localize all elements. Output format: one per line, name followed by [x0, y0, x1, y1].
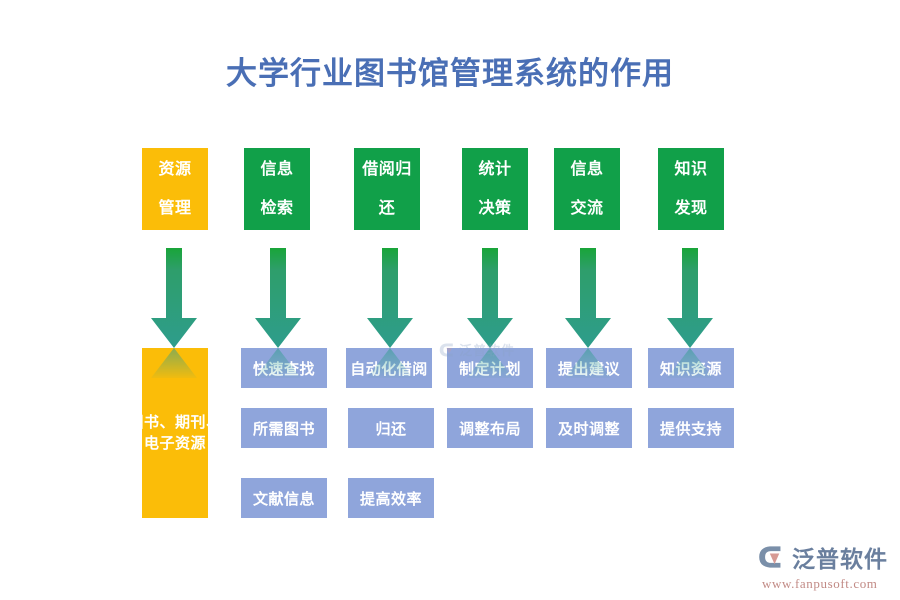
detail-box-3-3[interactable]: 提高效率: [348, 478, 434, 518]
detail-box-6-1[interactable]: 知识资源: [648, 348, 734, 388]
page-title: 大学行业图书馆管理系统的作用: [226, 56, 674, 91]
brand-url: www.fanpusoft.com: [762, 576, 878, 591]
detail-box-2-1[interactable]: 快速查找: [241, 348, 327, 388]
brand-logo: 泛普软件 www.fanpusoft.com: [756, 540, 888, 592]
detail-box-3-2[interactable]: 归还: [348, 408, 434, 448]
top-box-1-line2: 管理: [158, 199, 192, 217]
top-box-2[interactable]: 信息 检索: [244, 148, 310, 230]
detail-box-5-1[interactable]: 提出建议: [546, 348, 632, 388]
detail-box-2-3[interactable]: 文献信息: [241, 478, 327, 518]
fanpu-logo-icon: [759, 546, 781, 568]
detail-box-3-1[interactable]: 自动化借阅: [346, 348, 432, 388]
arrow-down-4: [467, 248, 513, 348]
arrow-down-6: [667, 248, 713, 348]
detail-box-5-2[interactable]: 及时调整: [546, 408, 632, 448]
top-box-1[interactable]: 资源 管理: [142, 148, 208, 230]
top-box-5-line2: 交流: [570, 199, 604, 217]
arrow-down-3: [367, 248, 413, 348]
top-box-3[interactable]: 借阅归 还: [354, 148, 420, 230]
top-box-5[interactable]: 信息 交流: [554, 148, 620, 230]
detail-box-1-1[interactable]: 图书、期刊、 电子资源: [129, 348, 221, 518]
detail-box-6-2[interactable]: 提供支持: [648, 408, 734, 448]
top-box-3-line2: 还: [378, 199, 396, 217]
top-box-5-line1: 信息: [570, 160, 604, 178]
arrow-down-2: [255, 248, 301, 348]
top-box-6-line1: 知识: [674, 160, 708, 178]
top-box-4-line1: 统计: [478, 160, 512, 178]
top-box-1-line1: 资源: [158, 160, 192, 178]
top-box-6[interactable]: 知识 发现: [658, 148, 724, 230]
detail-box-1-1-line1: 图书、期刊、: [128, 414, 222, 431]
top-box-3-line1: 借阅归: [362, 160, 412, 178]
top-box-2-line1: 信息: [260, 160, 294, 178]
top-box-6-line2: 发现: [674, 199, 708, 217]
detail-box-2-2[interactable]: 所需图书: [241, 408, 327, 448]
arrow-down-5: [565, 248, 611, 348]
top-box-4[interactable]: 统计 决策: [462, 148, 528, 230]
detail-box-4-1[interactable]: 制定计划: [447, 348, 533, 388]
detail-box-1-1-line2: 电子资源: [143, 435, 206, 452]
top-box-4-line2: 决策: [478, 199, 512, 217]
brand-name: 泛普软件: [792, 546, 888, 572]
arrow-down-1: [151, 248, 197, 348]
top-box-2-line2: 检索: [260, 199, 294, 217]
detail-box-4-2[interactable]: 调整布局: [447, 408, 533, 448]
